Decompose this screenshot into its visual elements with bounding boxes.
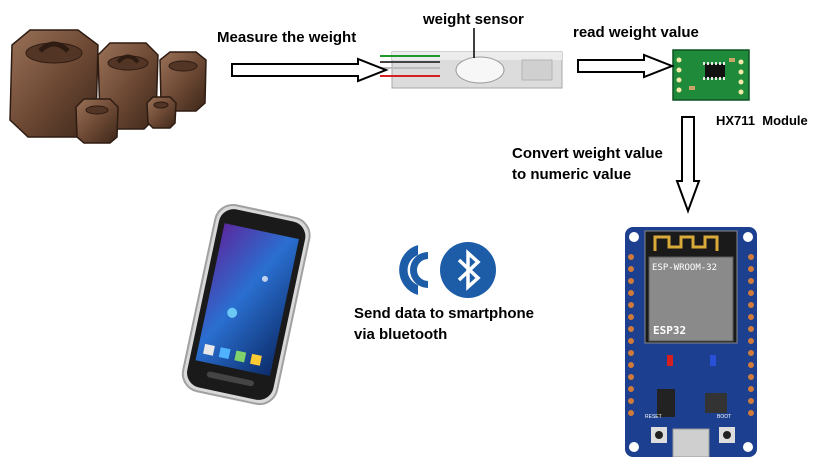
- label-hx711: HX711 Module: [716, 113, 808, 128]
- esp32-board-image: [625, 227, 757, 457]
- label-send-2: via bluetooth: [354, 326, 448, 343]
- label-convert-2: to numeric value: [512, 166, 632, 183]
- label-measure: Measure the weight: [217, 29, 357, 46]
- label-weight-sensor: weight sensor: [423, 11, 524, 28]
- smartphone-image: [181, 203, 311, 406]
- arrow-convert: [675, 116, 701, 214]
- label-send-1: Send data to smartphone: [354, 305, 535, 322]
- esp32-board: ESP-WROOM-32 ESP32 RESET BOOT: [625, 227, 757, 457]
- label-read-value: read weight value: [573, 24, 699, 41]
- arrow-measure: [231, 57, 389, 83]
- esp-chip-name: ESP32: [653, 324, 687, 337]
- arrow-read: [577, 53, 675, 79]
- weights-image: [9, 29, 207, 144]
- esp-module-name: ESP-WROOM-32: [652, 263, 718, 273]
- bluetooth-icon: [399, 242, 496, 298]
- label-convert-1: Convert weight value: [512, 145, 663, 162]
- boot-button-label: BOOT: [717, 414, 732, 420]
- sensor-pointer-line: [473, 28, 475, 58]
- reset-button-label: RESET: [645, 414, 662, 420]
- load-cell-image: [380, 51, 563, 89]
- hx711-board-image: [672, 49, 750, 101]
